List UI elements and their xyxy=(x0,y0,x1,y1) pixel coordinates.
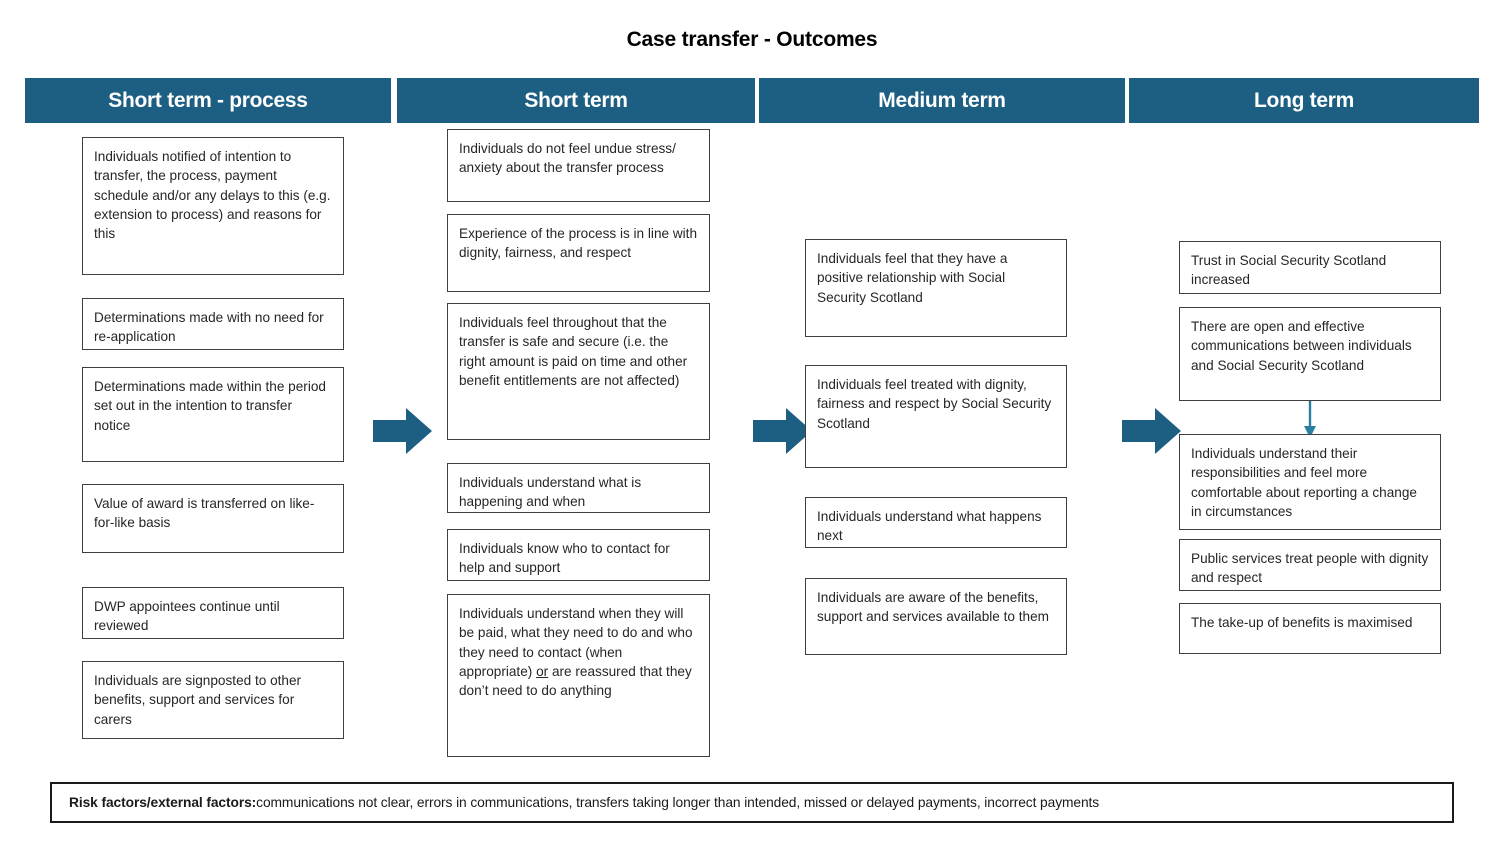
risk-factors-text: communications not clear, errors in comm… xyxy=(256,795,1100,810)
column-header-label: Long term xyxy=(1254,88,1354,112)
outcome-box: Determinations made within the period se… xyxy=(82,367,344,462)
outcome-box: Value of award is transferred on like-fo… xyxy=(82,484,344,553)
outcome-box: Individuals notified of intention to tra… xyxy=(82,137,344,275)
outcome-box: There are open and effective communicati… xyxy=(1179,307,1441,401)
column-header-medium-term: Medium term xyxy=(759,78,1125,123)
outcome-box: Individuals are aware of the benefits, s… xyxy=(805,578,1067,655)
flow-arrow-right-icon xyxy=(373,404,433,458)
outcome-box: The take-up of benefits is maximised xyxy=(1179,603,1441,654)
outcome-box: Individuals understand their responsibil… xyxy=(1179,434,1441,530)
outcome-box: DWP appointees continue until reviewed xyxy=(82,587,344,639)
column-header-label: Short term - process xyxy=(108,88,308,112)
outcome-box: Individuals understand what happens next xyxy=(805,497,1067,548)
flow-arrow-right-icon xyxy=(1122,404,1182,458)
risk-factors-label: Risk factors/external factors: xyxy=(69,795,257,810)
flow-arrow-down-icon xyxy=(1301,401,1319,439)
flow-arrow-right-icon xyxy=(753,404,813,458)
column-header-short-term: Short term xyxy=(397,78,755,123)
column-header-long-term: Long term xyxy=(1129,78,1479,123)
outcome-box: Individuals know who to contact for help… xyxy=(447,529,710,581)
outcome-box: Individuals understand what is happening… xyxy=(447,463,710,513)
outcome-box: Public services treat people with dignit… xyxy=(1179,539,1441,591)
page-title: Case transfer - Outcomes xyxy=(626,28,878,51)
outcome-box: Individuals feel throughout that the tra… xyxy=(447,303,710,440)
outcome-box: Individuals do not feel undue stress/ an… xyxy=(447,129,710,202)
outcome-box: Individuals feel that they have a positi… xyxy=(805,239,1067,337)
column-header-label: Short term xyxy=(524,88,628,112)
column-header-label: Medium term xyxy=(878,88,1006,112)
outcome-box: Trust in Social Security Scotland increa… xyxy=(1179,241,1441,294)
outcome-box: Determinations made with no need for re-… xyxy=(82,298,344,350)
outcome-box: Individuals are signposted to other bene… xyxy=(82,661,344,739)
outcome-box: Experience of the process is in line wit… xyxy=(447,214,710,292)
outcome-box: Individuals feel treated with dignity, f… xyxy=(805,365,1067,468)
risk-factors-bar: Risk factors/external factors: communica… xyxy=(50,782,1454,823)
outcome-box: Individuals understand when they will be… xyxy=(447,594,710,757)
column-header-short-term-process: Short term - process xyxy=(25,78,391,123)
